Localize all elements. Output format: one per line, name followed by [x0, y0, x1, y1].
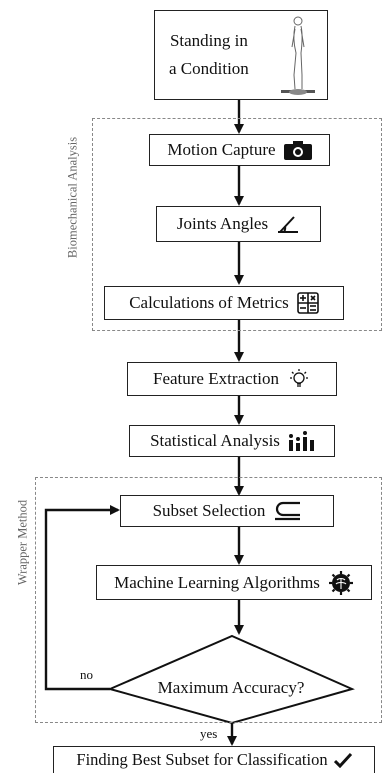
group-wrapper	[35, 477, 382, 723]
edge-decision-no-loop	[44, 505, 120, 691]
calculator-icon	[296, 292, 319, 314]
node-motion-capture-label: Motion Capture	[167, 140, 276, 159]
angle-icon	[276, 214, 300, 234]
node-standing-line2: a Condition	[169, 59, 249, 78]
node-statistical-analysis: Statistical Analysis	[129, 425, 335, 457]
checkmark-icon	[333, 752, 352, 768]
node-joints-angles-label: Joints Angles	[176, 214, 269, 233]
node-joints-angles: Joints Angles	[156, 206, 321, 242]
node-subset-selection-label: Subset Selection	[152, 501, 266, 520]
node-finding-best-label: Finding Best Subset for Classification	[76, 750, 328, 769]
node-statistical-analysis-label: Statistical Analysis	[150, 431, 280, 450]
brain-gear-icon	[328, 570, 354, 596]
node-ml-algorithms: Machine Learning Algorithms	[96, 565, 372, 600]
node-ml-algorithms-label: Machine Learning Algorithms	[114, 572, 320, 592]
group-wrapper-label: Wrapper Method	[15, 499, 30, 586]
standing-person-icon	[281, 16, 315, 95]
node-feature-extraction-label: Feature Extraction	[152, 369, 280, 388]
camera-icon	[283, 140, 312, 160]
node-max-accuracy: Maximum Accuracy?	[110, 678, 352, 698]
subset-icon	[273, 501, 301, 521]
edge-label-yes: yes	[200, 726, 218, 741]
node-calculations: Calculations of Metrics	[104, 286, 344, 320]
node-max-accuracy-label: Maximum Accuracy?	[157, 678, 305, 697]
node-calculations-label: Calculations of Metrics	[129, 293, 289, 312]
group-biomechanical	[92, 118, 382, 331]
node-finding-best: Finding Best Subset for Classification	[53, 746, 375, 773]
group-biomechanical-label: Biomechanical Analysis	[65, 136, 80, 259]
node-standing-line1: Standing in	[169, 31, 248, 50]
bar-stats-icon	[288, 431, 314, 451]
decision-diamond	[107, 634, 355, 725]
node-standing: Standing in a Condition	[154, 10, 328, 100]
node-subset-selection: Subset Selection	[120, 495, 334, 527]
node-feature-extraction: Feature Extraction	[127, 362, 337, 396]
lightbulb-icon	[287, 368, 311, 390]
edge-label-no: no	[80, 667, 93, 682]
node-motion-capture: Motion Capture	[149, 134, 330, 166]
